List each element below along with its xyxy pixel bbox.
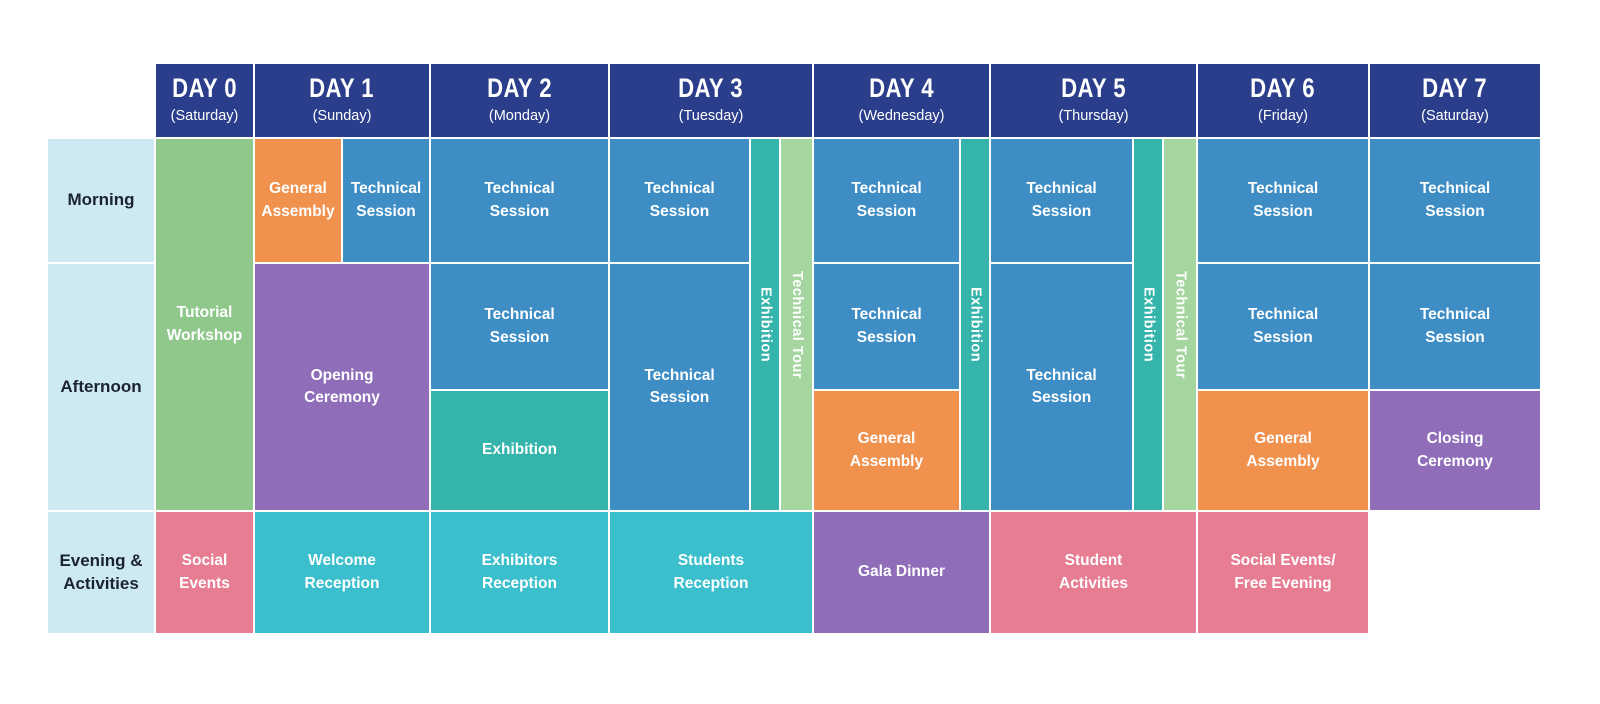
day-2-weekday: (Monday)	[488, 107, 551, 124]
event-day4-exhibition-strip: Exhibition	[961, 139, 989, 510]
day-6-weekday: (Friday)	[1258, 107, 1308, 124]
event-day5-technical-session-afternoon: Technical Session	[991, 264, 1132, 510]
event-day5-technical-tour-strip: Technical Tour	[1164, 139, 1196, 510]
event-day7-technical-session-afternoon: Technical Session	[1370, 264, 1540, 389]
event-day2-exhibitors-reception: Exhibitors Reception	[431, 512, 608, 633]
event-day3-technical-session-morning: Technical Session	[610, 139, 749, 262]
event-day6-technical-session-morning: Technical Session	[1198, 139, 1368, 262]
event-day4-technical-session-morning: Technical Session	[814, 139, 959, 262]
day-4-title: DAY 4	[869, 73, 934, 104]
event-day1-general-assembly: General Assembly	[255, 139, 341, 262]
event-day2-technical-session-afternoon: Technical Session	[431, 264, 608, 389]
event-day1-welcome-reception: Welcome Reception	[255, 512, 429, 633]
day-0-weekday: (Saturday)	[170, 107, 239, 124]
event-day7-technical-session-morning: Technical Session	[1370, 139, 1540, 262]
day-6-title: DAY 6	[1250, 73, 1316, 104]
day-1-weekday: (Sunday)	[312, 107, 372, 124]
day-7-title: DAY 7	[1422, 73, 1488, 104]
row-label-evening-activities: Evening & Activities	[48, 512, 154, 633]
day-0-header: DAY 0 (Saturday)	[156, 64, 253, 137]
day-5-header: DAY 5 (Thursday)	[991, 64, 1196, 137]
day-2-title: DAY 2	[487, 73, 552, 104]
event-day6-social-events-free-evening: Social Events/ Free Evening	[1198, 512, 1368, 633]
event-day3-technical-session-afternoon: Technical Session	[610, 264, 749, 510]
event-day2-exhibition: Exhibition	[431, 391, 608, 510]
event-day3-students-reception: Students Reception	[610, 512, 812, 633]
day-7-weekday: (Saturday)	[1421, 107, 1489, 124]
event-day0-tutorial-workshop: Tutorial Workshop	[156, 139, 253, 510]
day-3-weekday: (Tuesday)	[678, 107, 744, 124]
day-1-title: DAY 1	[309, 73, 375, 104]
day-0-title: DAY 0	[172, 73, 237, 104]
event-day1-opening-ceremony: Opening Ceremony	[255, 264, 429, 510]
event-day5-exhibition-strip: Exhibition	[1134, 139, 1162, 510]
day-5-title: DAY 5	[1061, 73, 1126, 104]
day-3-title: DAY 3	[678, 73, 744, 104]
event-day6-technical-session-afternoon: Technical Session	[1198, 264, 1368, 389]
day-6-header: DAY 6 (Friday)	[1198, 64, 1368, 137]
event-day3-technical-tour-strip: Technical Tour	[781, 139, 812, 510]
day-1-header: DAY 1 (Sunday)	[255, 64, 429, 137]
event-day0-social-events: Social Events	[156, 512, 253, 633]
row-label-afternoon: Afternoon	[48, 264, 154, 510]
event-day2-technical-session-morning: Technical Session	[431, 139, 608, 262]
row-label-morning: Morning	[48, 139, 154, 262]
conference-schedule-grid: DAY 0 (Saturday) DAY 1 (Sunday) DAY 2 (M…	[48, 64, 1540, 633]
day-4-weekday: (Wednesday)	[858, 107, 945, 124]
event-day5-student-activities: Student Activities	[991, 512, 1196, 633]
event-day7-closing-ceremony: Closing Ceremony	[1370, 391, 1540, 510]
event-day4-gala-dinner: Gala Dinner	[814, 512, 989, 633]
day-7-header: DAY 7 (Saturday)	[1370, 64, 1540, 137]
event-day5-technical-session-morning: Technical Session	[991, 139, 1132, 262]
event-day1-technical-session-morning: Technical Session	[343, 139, 429, 262]
day-2-header: DAY 2 (Monday)	[431, 64, 608, 137]
day-5-weekday: (Thursday)	[1058, 107, 1129, 124]
event-day6-general-assembly: General Assembly	[1198, 391, 1368, 510]
event-day4-general-assembly: General Assembly	[814, 391, 959, 510]
event-day3-exhibition-strip: Exhibition	[751, 139, 779, 510]
day-3-header: DAY 3 (Tuesday)	[610, 64, 812, 137]
day-4-header: DAY 4 (Wednesday)	[814, 64, 989, 137]
event-day4-technical-session-afternoon: Technical Session	[814, 264, 959, 389]
